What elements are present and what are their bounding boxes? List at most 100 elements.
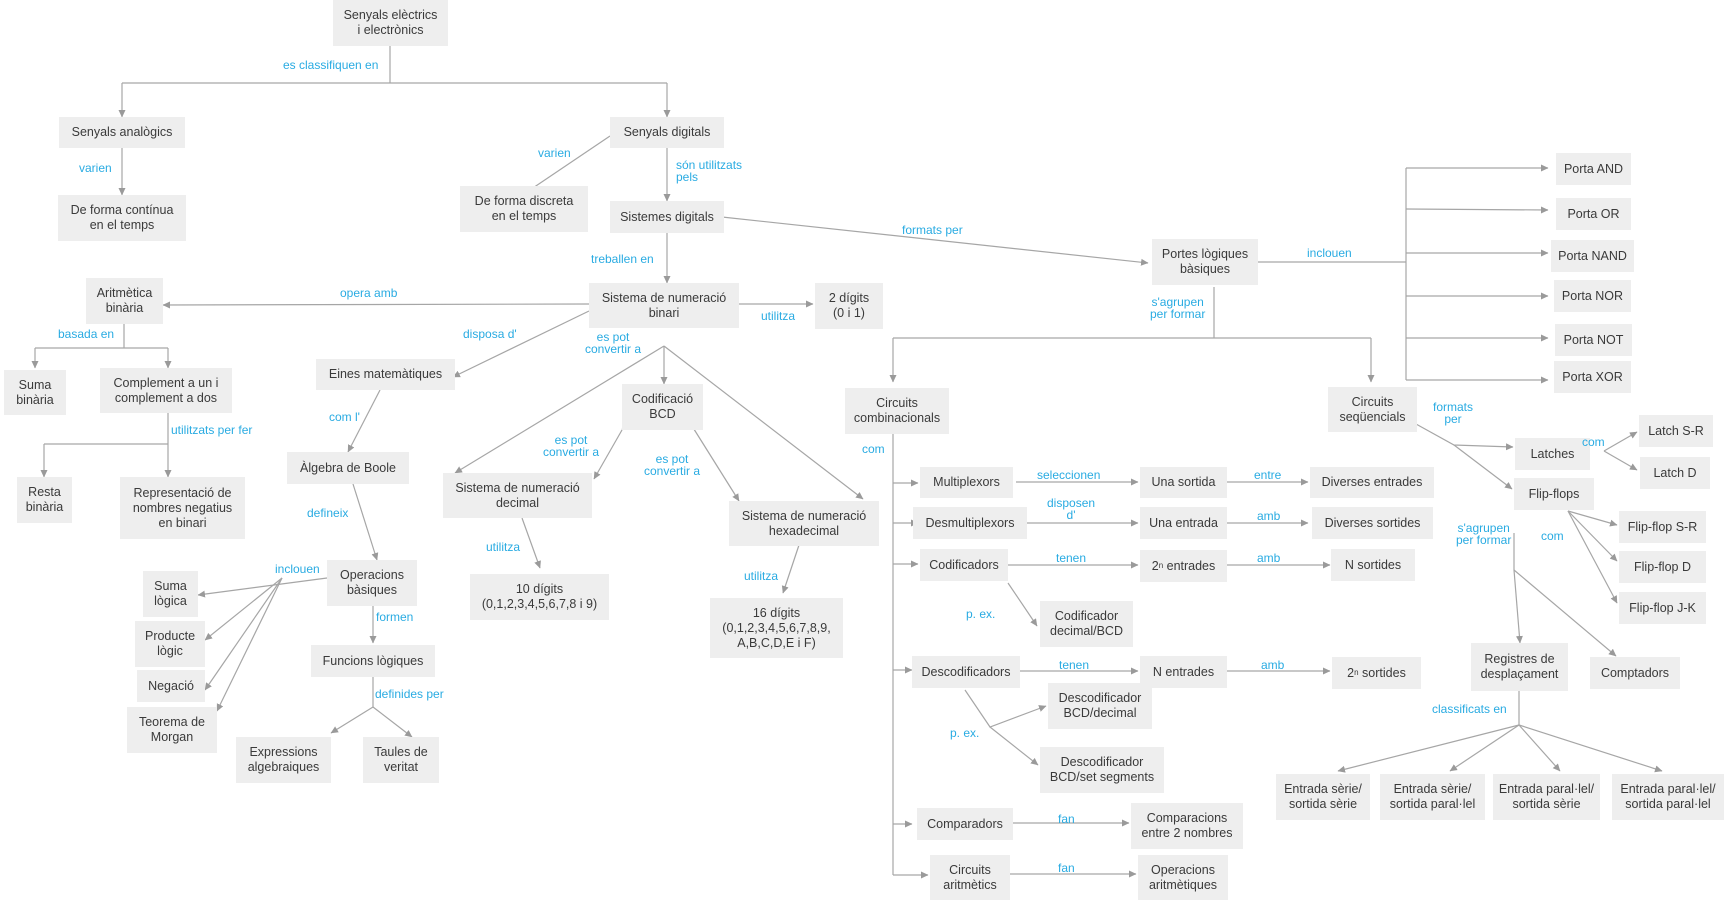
link-label: com l' [329, 410, 360, 424]
node-sistemes-digitals: Sistemes digitals [610, 201, 724, 233]
link-label: definides per [375, 687, 444, 701]
node-sistema-decimal: Sistema de numeració decimal [443, 473, 592, 518]
node-suma-logica: Suma lògica [143, 571, 198, 617]
node-porta-nor: Porta NOR [1554, 280, 1631, 312]
node-senyals-digitals: Senyals digitals [610, 117, 724, 148]
link-label: es pot convertir a [543, 433, 600, 459]
node-descodificador-set: Descodificador BCD/set segments [1040, 747, 1164, 793]
node-flip-flop-d: Flip-flop D [1619, 551, 1706, 583]
link-label: amb [1257, 551, 1281, 565]
link-label: es classifiquen en [283, 58, 379, 72]
node-una-sortida: Una sortida [1140, 467, 1227, 498]
node-serie-serie: Entrada sèrie/ sortida sèrie [1276, 774, 1370, 820]
node-forma-continua: De forma contínua en el temps [58, 195, 186, 241]
node-porta-xor: Porta XOR [1554, 361, 1631, 393]
node-codificador-bcd: Codificador decimal/BCD [1040, 601, 1133, 647]
node-circuits-aritmetics: Circuits aritmètics [930, 855, 1010, 900]
pow-rest: entrades [1163, 558, 1216, 573]
link-label: defineix [307, 506, 349, 520]
node-portes-logiques: Portes lògiques bàsiques [1152, 239, 1258, 285]
node-parallel-serie: Entrada paral·lel/ sortida sèrie [1493, 774, 1600, 820]
node-codificadors: Codificadors [920, 549, 1008, 581]
link-label: disposa d' [463, 327, 517, 341]
node-circuits-combinacionals: Circuits combinacionals [845, 388, 949, 434]
link-label: utilitza [761, 309, 796, 323]
link-label: es pot convertir a [585, 330, 642, 356]
node-diverses-sortides: Diverses sortides [1312, 507, 1433, 539]
node-forma-discreta: De forma discreta en el temps [460, 186, 588, 232]
link-label: són utilitzats pels [676, 158, 743, 184]
node-senyals-analogics: Senyals analògics [59, 117, 185, 148]
link-label: formats per [1433, 400, 1474, 426]
node-porta-or: Porta OR [1556, 198, 1631, 230]
node-operacions-basiques: Operacions bàsiques [327, 560, 417, 606]
node-registres: Registres de desplaçament [1471, 643, 1568, 691]
link-label: classificats en [1432, 702, 1507, 716]
node-descodificadors: Descodificadors [912, 656, 1020, 688]
link-label: p. ex. [950, 726, 980, 740]
link-label: formen [376, 610, 414, 624]
link-label: utilitzats per fer [171, 423, 253, 437]
node-desmultiplexors: Desmultiplexors [913, 507, 1027, 539]
link-label: com [1541, 529, 1564, 543]
link-label: formats per [902, 223, 963, 237]
node-producte-logic: Producte lògic [135, 621, 205, 667]
node-comparacions: Comparacions entre 2 nombres [1131, 803, 1243, 849]
node-operacions-aritmetiques: Operacions aritmètiques [1138, 855, 1228, 900]
link-label: inclouen [1307, 246, 1352, 260]
link-label: amb [1257, 509, 1281, 523]
node-flip-flops: Flip-flops [1514, 478, 1594, 510]
link-label: disposen d' [1047, 496, 1096, 522]
node-flip-flop-sr: Flip-flop S-R [1619, 511, 1706, 543]
node-complement: Complement a un i complement a dos [100, 368, 232, 413]
node-senyals: Senyals elèctrics i electrònics [333, 0, 448, 46]
link-label: fan [1058, 861, 1075, 875]
link-label: basada en [58, 327, 115, 341]
node-porta-not: Porta NOT [1555, 324, 1632, 356]
link-label: s'agrupen per formar [1150, 295, 1206, 321]
node-parallel-parallel: Entrada paral·lel/ sortida paral·lel [1612, 774, 1724, 820]
node-multiplexors: Multiplexors [920, 467, 1013, 498]
link-label: es pot convertir a [644, 452, 701, 478]
node-representacio: Representació de nombres negatius en bin… [120, 477, 245, 539]
link-label: com [1582, 435, 1605, 449]
node-expressions-algebraiques: Expressions algebraiques [236, 737, 331, 783]
link-label: utilitza [744, 569, 779, 583]
link-label: utilitza [486, 540, 521, 554]
link-label: p. ex. [966, 607, 996, 621]
node-porta-nand: Porta NAND [1551, 240, 1634, 272]
node-circuits-sequencials: Circuits seqüencials [1328, 387, 1417, 432]
link-label: seleccionen [1037, 468, 1101, 482]
node-suma-binaria: Suma binària [4, 370, 66, 415]
link-label: fan [1058, 812, 1075, 826]
pow-base: 2 [1151, 558, 1159, 573]
node-funcions-logiques: Funcions lògiques [311, 645, 435, 677]
link-label: amb [1261, 658, 1285, 672]
link-label: tenen [1059, 658, 1090, 672]
link-label: com [862, 442, 885, 456]
node-n-sortides: N sortides [1331, 549, 1415, 581]
pow-rest: sortides [1358, 665, 1406, 680]
link-label: treballen en [591, 252, 654, 266]
link-label: opera amb [340, 286, 398, 300]
node-setze-digits: 16 dígits (0,1,2,3,4,5,6,7,8,9, A,B,C,D,… [710, 598, 843, 658]
node-latch-d: Latch D [1640, 457, 1710, 489]
node-sistema-binari: Sistema de numeració binari [589, 283, 739, 328]
node-latch-sr: Latch S-R [1639, 415, 1713, 447]
node-comptadors: Comptadors [1590, 657, 1680, 689]
node-deu-digits: 10 dígits (0,1,2,3,4,5,6,7,8 i 9) [470, 574, 609, 620]
node-sistema-hexadecimal: Sistema de numeració hexadecimal [729, 501, 879, 546]
node-porta-and: Porta AND [1556, 153, 1631, 185]
link-label: s'agrupen per formar [1456, 521, 1512, 547]
node-algebra-boole: Àlgebra de Boole [287, 452, 409, 484]
link-label: varien [79, 161, 112, 175]
node-teorema-morgan: Teorema de Morgan [127, 707, 217, 753]
node-serie-parallel: Entrada sèrie/ sortida paral·lel [1380, 774, 1485, 820]
node-n-entrades: N entrades [1140, 656, 1227, 688]
node-negacio: Negació [137, 670, 205, 702]
node-latches: Latches [1515, 438, 1590, 470]
node-dos-digits: 2 dígits (0 i 1) [815, 283, 883, 329]
